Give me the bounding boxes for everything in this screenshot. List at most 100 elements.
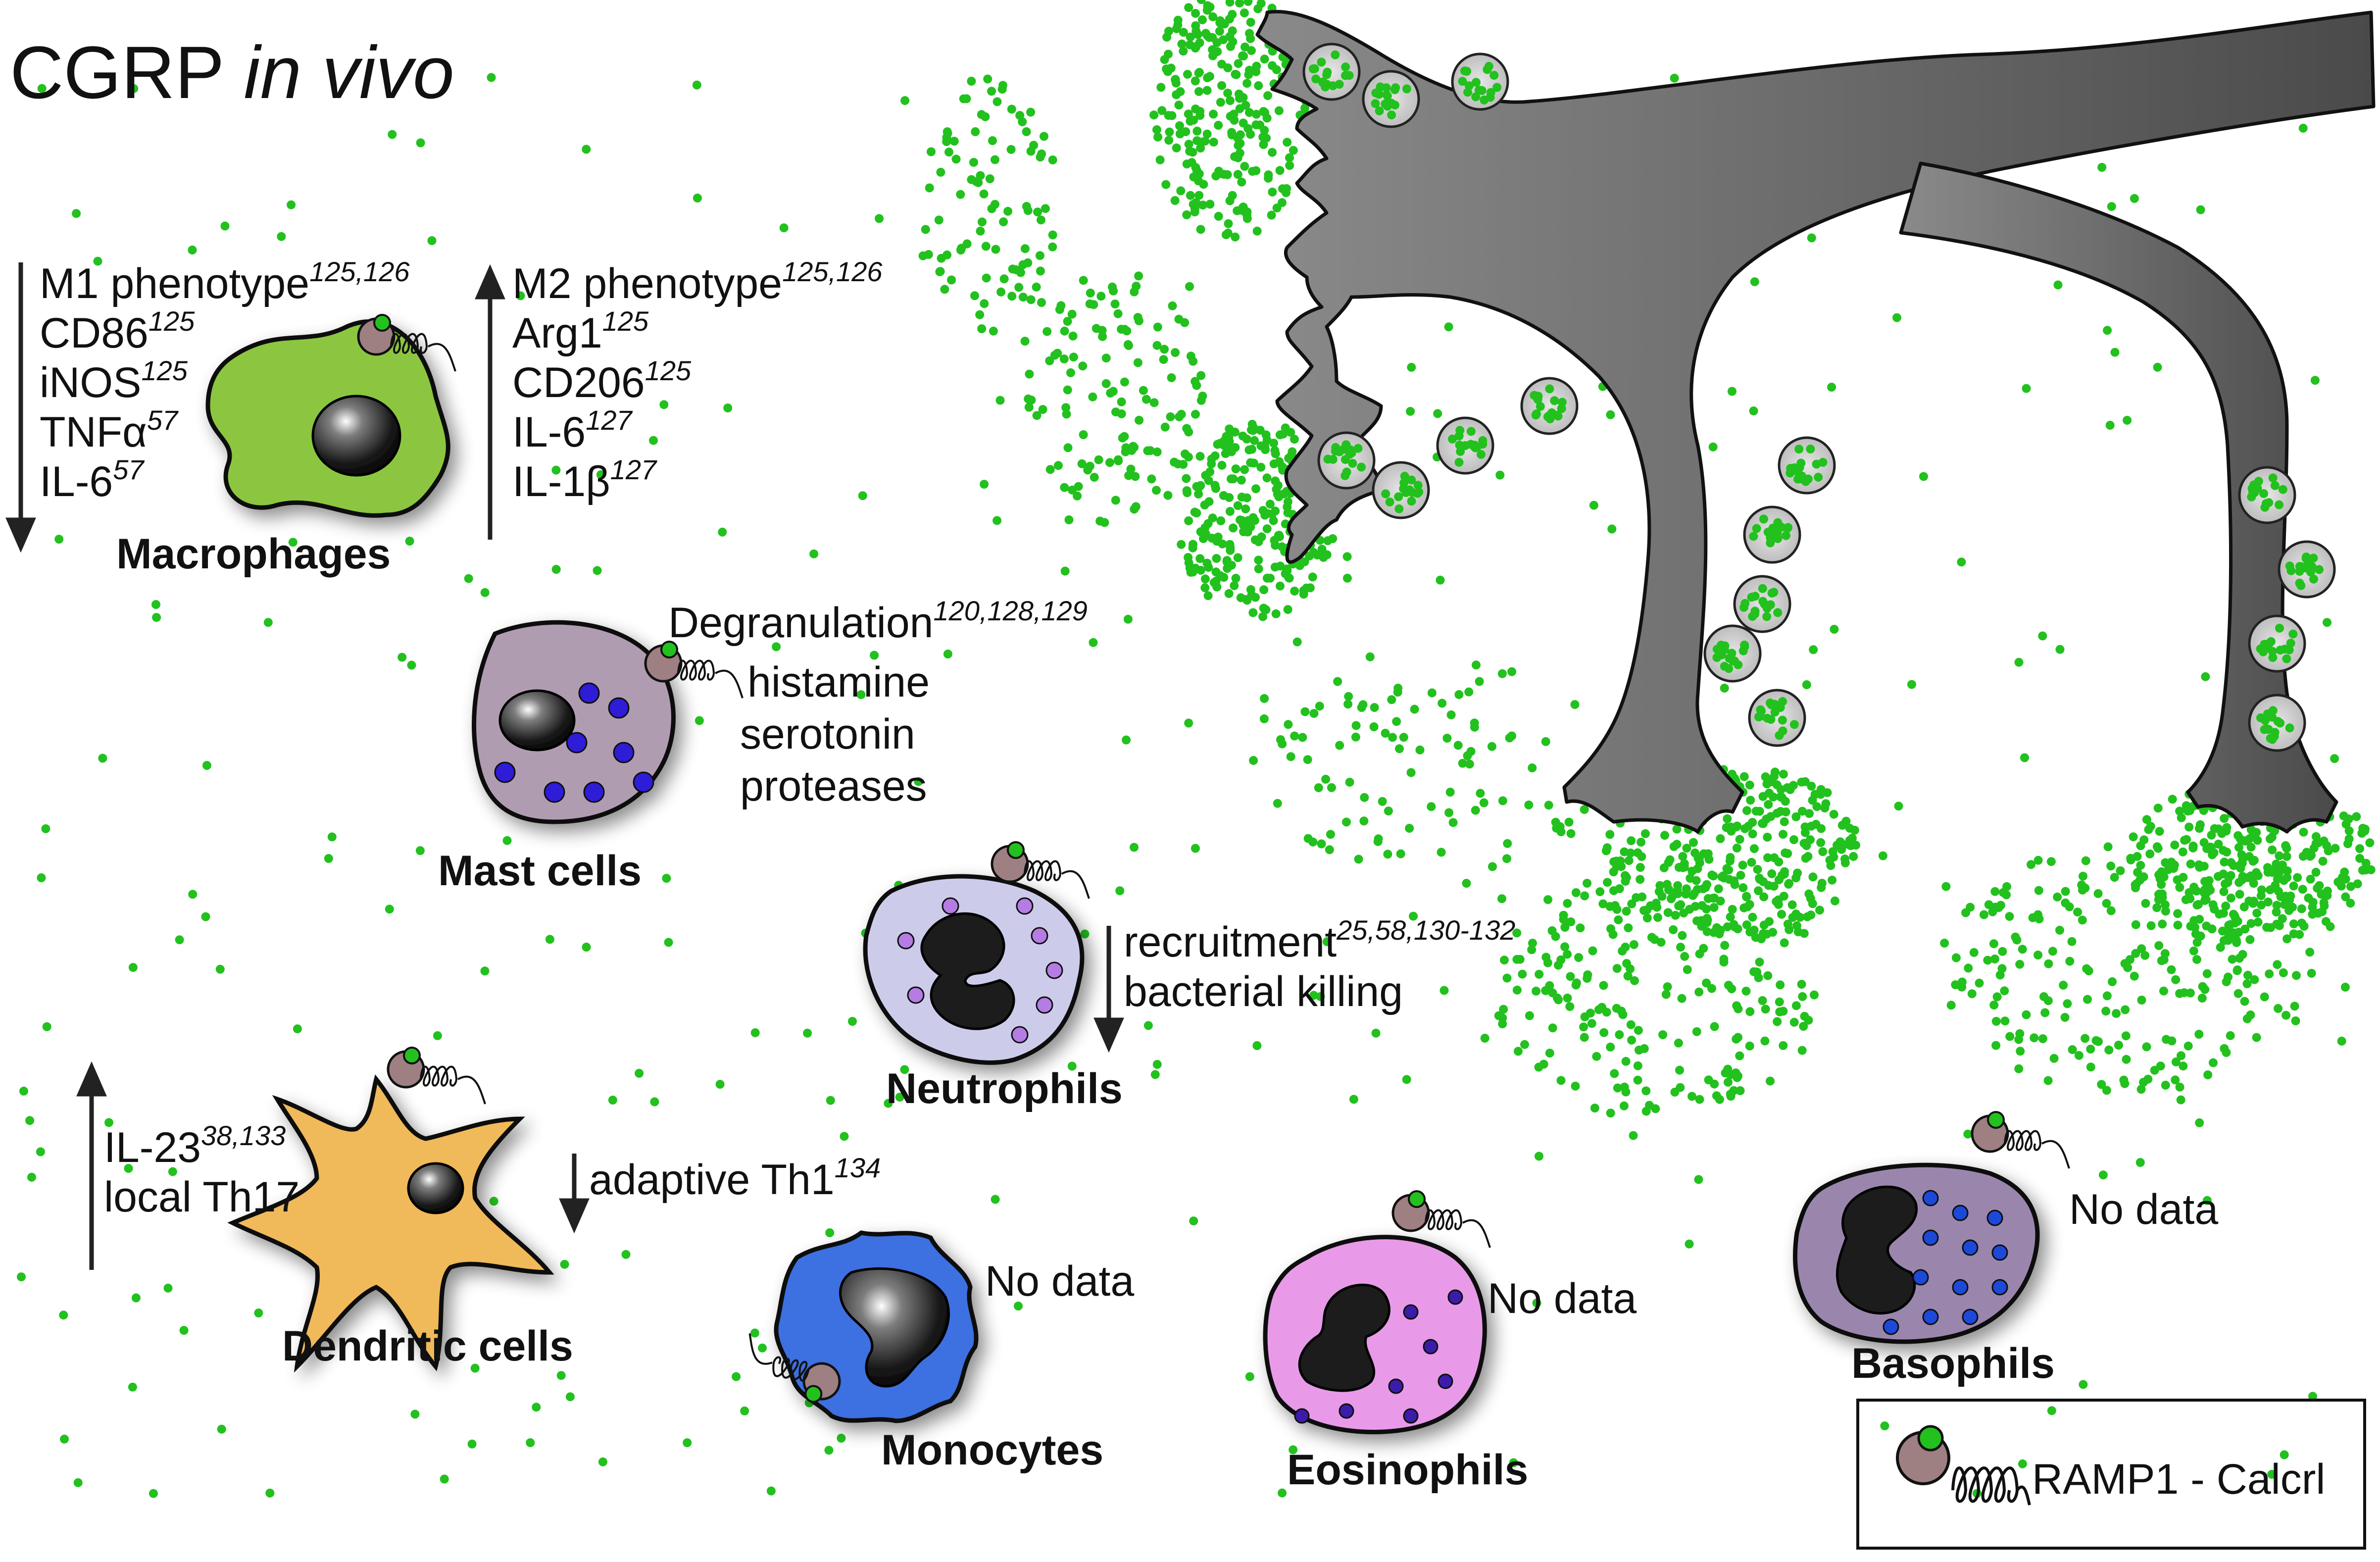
granule xyxy=(1036,996,1053,1014)
macrophage-down-item: CD86125 xyxy=(40,305,195,357)
granule xyxy=(1011,1026,1029,1044)
macrophage-up-item: IL-1β127 xyxy=(512,454,657,505)
arrow-down-dendritic xyxy=(559,1154,590,1234)
legend-label: RAMP1 - Calcrl xyxy=(2032,1456,2326,1503)
dendritic-up-item: local Th17 xyxy=(104,1173,300,1221)
legend-box xyxy=(1856,1399,2366,1550)
dendritic-up-item: IL-2338,133 xyxy=(104,1120,286,1171)
monocyte-note: No data xyxy=(985,1258,1135,1305)
eosinophil-membrane xyxy=(1263,1235,1487,1434)
granule xyxy=(583,781,605,803)
basophil-note: No data xyxy=(2069,1186,2219,1233)
neutrophil-granules xyxy=(897,897,1063,1044)
mast-nucleus xyxy=(498,689,576,752)
macrophage-up-item: CD206125 xyxy=(512,355,692,406)
dendritic-cells-label: Dendritic cells xyxy=(282,1322,573,1370)
dendritic-membrane xyxy=(227,1074,554,1373)
granule xyxy=(1447,1289,1463,1305)
granule xyxy=(942,897,959,915)
granule xyxy=(1986,1209,2003,1226)
arrow-up-macrophage-m2 xyxy=(475,264,505,540)
granule xyxy=(566,732,588,754)
mast-effect-label: Degranulation120,128,129 xyxy=(668,595,1088,647)
macrophage-upregulated-list: M2 phenotype125,126 Arg1125 CD206125 IL-… xyxy=(512,256,883,510)
macrophage-up-item: IL-6127 xyxy=(512,404,632,456)
ramp1-calcrl-receptors xyxy=(357,314,2070,1403)
granule xyxy=(1991,1279,2008,1296)
granule xyxy=(1952,1205,1969,1221)
granule xyxy=(1016,897,1034,915)
granule xyxy=(608,697,630,719)
basophil-granules xyxy=(1883,1190,2008,1335)
mast-product-proteases: proteases xyxy=(740,762,927,810)
macrophage-down-item: M1 phenotype125,126 xyxy=(40,256,410,307)
granule xyxy=(1339,1403,1354,1419)
eosinophil-nucleus xyxy=(1298,1283,1390,1392)
granule xyxy=(1962,1239,1979,1256)
receptor-icon xyxy=(1971,1111,2070,1169)
granule xyxy=(1403,1408,1419,1424)
granule xyxy=(494,761,516,783)
arrow-up-dendritic xyxy=(76,1061,107,1270)
dendritic-down-item: adaptive Th1134 xyxy=(589,1152,881,1204)
mast-granules xyxy=(494,682,654,803)
receptor-icon xyxy=(644,641,744,699)
macrophage-down-item: IL-657 xyxy=(40,454,144,505)
granule xyxy=(1403,1304,1419,1320)
sensory-neuron xyxy=(1255,10,2376,834)
granule xyxy=(1922,1229,1939,1246)
basophils-label: Basophils xyxy=(1851,1340,2055,1387)
neutrophil-down-item: recruitment25,58,130-132 xyxy=(1124,914,1516,966)
macrophage-nucleus xyxy=(311,395,401,477)
monocytes-label: Monocytes xyxy=(881,1426,1104,1474)
receptor-icon xyxy=(357,314,456,372)
receptor-icon xyxy=(991,841,1090,899)
granule xyxy=(1031,927,1048,945)
eosinophil-note: No data xyxy=(1488,1275,1637,1322)
cgrp-vesicles xyxy=(1302,43,2336,752)
arrow-down-macrophage-m1 xyxy=(5,262,36,553)
granule xyxy=(578,682,600,704)
figure-title: CGRP in vivo xyxy=(10,31,454,114)
macrophage-down-item: TNFα57 xyxy=(40,404,178,456)
granule xyxy=(1962,1309,1979,1325)
dendritic-nucleus xyxy=(407,1162,464,1214)
receptor-icon xyxy=(387,1047,486,1105)
vesicle xyxy=(2248,614,2306,673)
mast-cell xyxy=(472,620,676,824)
dendritic-up-list: IL-2338,133 local Th17 xyxy=(104,1120,300,1225)
neutrophils-label: Neutrophils xyxy=(886,1065,1123,1112)
neutrophil-nucleus xyxy=(920,912,1015,1030)
granule xyxy=(1952,1279,1969,1296)
granule xyxy=(897,932,915,950)
macrophage-up-item: M2 phenotype125,126 xyxy=(512,256,883,307)
dendritic-cell xyxy=(227,1074,554,1373)
receptor-icon xyxy=(748,1333,841,1403)
macrophage-down-item: iNOS125 xyxy=(40,355,188,406)
granule xyxy=(1991,1244,2008,1261)
granule xyxy=(1912,1269,1929,1286)
granule xyxy=(633,771,654,793)
mast-cells-label: Mast cells xyxy=(438,847,642,895)
neutrophil-cell xyxy=(863,874,1085,1065)
neutrophil-down-item: bacterial killing xyxy=(1124,968,1403,1015)
receptor-icon xyxy=(1391,1190,1491,1248)
eosinophil-granules xyxy=(1294,1289,1463,1424)
neutrophil-effect-list: recruitment25,58,130-132 bacterial killi… xyxy=(1124,914,1516,1020)
granule xyxy=(1045,961,1063,979)
granule xyxy=(1438,1373,1453,1389)
granule xyxy=(1883,1318,1899,1335)
monocyte-nucleus xyxy=(839,1267,950,1388)
mast-product-serotonin: serotonin xyxy=(740,710,915,758)
eosinophils-label: Eosinophils xyxy=(1287,1446,1529,1494)
macrophages-label: Macrophages xyxy=(116,530,391,578)
vesicle xyxy=(1748,689,1806,747)
granule xyxy=(613,742,635,763)
basophil-nucleus xyxy=(1835,1185,1918,1315)
granule xyxy=(1388,1378,1404,1394)
granule xyxy=(907,986,925,1004)
macrophage-up-item: Arg1125 xyxy=(512,305,649,357)
granule xyxy=(1294,1408,1310,1424)
